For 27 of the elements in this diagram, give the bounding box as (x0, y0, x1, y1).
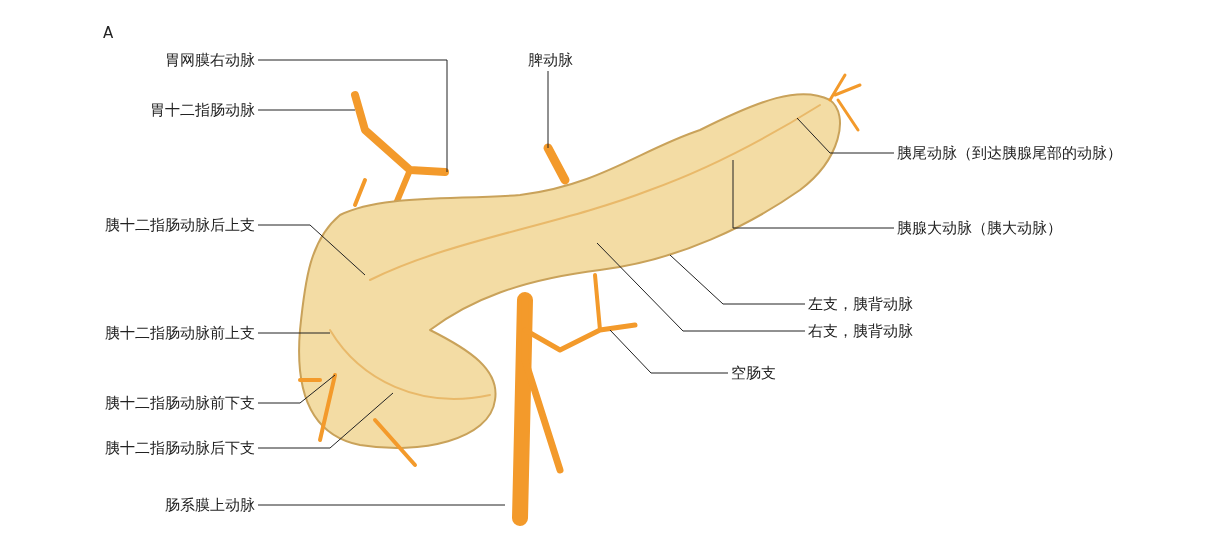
leader-line (257, 332, 331, 334)
leader-line (257, 374, 336, 404)
part-label: 右支，胰背动脉 (808, 322, 913, 340)
leader-line (257, 224, 366, 276)
part-label: 胃十二指肠动脉 (150, 101, 255, 119)
leader-line (547, 70, 549, 149)
leader-line (732, 159, 895, 229)
part-label: 胰十二指肠动脉后下支 (105, 439, 255, 457)
part-label: 胰尾动脉（到达胰腺尾部的动脉） (897, 144, 1122, 162)
leader-line (257, 392, 394, 449)
part-label: 肠系膜上动脉 (165, 496, 255, 514)
leader-line (609, 329, 729, 374)
part-label: 胰十二指肠动脉后上支 (105, 216, 255, 234)
part-label: 空肠支 (731, 364, 776, 382)
part-label: 胰十二指肠动脉前上支 (105, 324, 255, 342)
part-label: 左支，胰背动脉 (808, 295, 913, 313)
part-label: 胰腺大动脉（胰大动脉） (897, 219, 1062, 237)
leader-line (669, 254, 806, 305)
part-label: 胃网膜右动脉 (165, 51, 255, 69)
leader-line (596, 242, 806, 332)
panel-letter: A (103, 24, 114, 42)
leader-line (796, 117, 895, 154)
leader-line (257, 59, 448, 173)
part-label: 脾动脉 (528, 51, 573, 69)
leader-line (257, 109, 356, 111)
leader-line (257, 504, 506, 506)
part-label: 胰十二指肠动脉前下支 (105, 394, 255, 412)
